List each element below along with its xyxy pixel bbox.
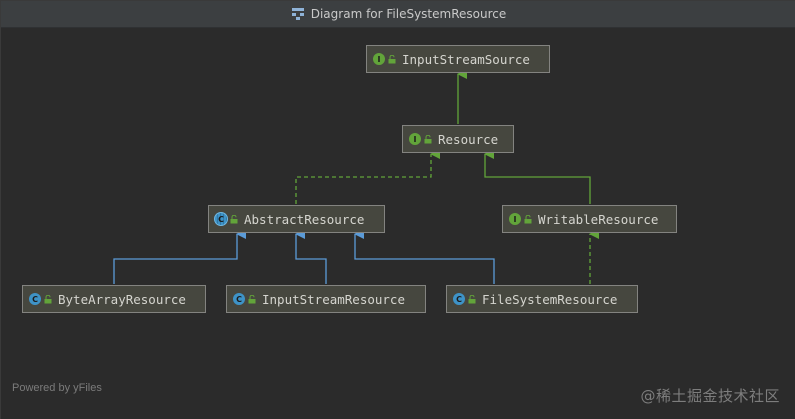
node-label: WritableResource: [538, 211, 659, 227]
node-label: FileSystemResource: [482, 291, 618, 307]
lock-icon: [44, 294, 52, 303]
lock-icon: [524, 214, 532, 223]
lock-icon: [468, 294, 476, 303]
node-label: InputStreamSource: [402, 51, 530, 67]
lock-icon: [230, 214, 238, 223]
lock-icon: [424, 134, 432, 143]
node-label: InputStreamResource: [262, 291, 405, 307]
node-input-stream-source[interactable]: I InputStreamSource: [366, 45, 550, 73]
lock-icon: [388, 54, 396, 63]
node-file-system-resource[interactable]: C FileSystemResource: [446, 285, 638, 313]
title-bar: Diagram for FileSystemResource: [1, 1, 795, 28]
edge-byte-array-resource-to-abstract-resource: [113, 229, 246, 284]
edge-writable-resource-to-resource: [484, 149, 591, 204]
diagram-icon: [291, 8, 304, 20]
diagram-edges: [113, 69, 599, 284]
node-writable-resource[interactable]: I WritableResource: [502, 205, 677, 233]
node-label: AbstractResource: [244, 211, 365, 227]
window-title: Diagram for FileSystemResource: [310, 7, 507, 21]
powered-by-label: Powered by yFiles: [12, 382, 102, 394]
node-label: Resource: [438, 131, 499, 147]
edge-file-system-resource-to-abstract-resource: [354, 229, 495, 284]
watermark-text: @稀土掘金技术社区: [640, 387, 780, 405]
edge-input-stream-resource-to-abstract-resource: [295, 229, 327, 284]
abstract-class-icon: C: [215, 213, 227, 225]
diagram-canvas[interactable]: I InputStreamSource I Resource C Abstrac…: [1, 28, 795, 419]
node-byte-array-resource[interactable]: C ByteArrayResource: [22, 285, 206, 313]
node-resource[interactable]: I Resource: [402, 125, 514, 153]
class-icon: C: [233, 293, 245, 305]
interface-icon: I: [373, 53, 385, 65]
lock-icon: [248, 294, 256, 303]
class-icon: C: [29, 293, 41, 305]
interface-icon: I: [409, 133, 421, 145]
interface-icon: I: [509, 213, 521, 225]
node-input-stream-resource[interactable]: C InputStreamResource: [226, 285, 426, 313]
class-icon: C: [453, 293, 465, 305]
edge-abstract-resource-to-resource: [295, 149, 440, 204]
node-abstract-resource[interactable]: C AbstractResource: [208, 205, 385, 233]
node-label: ByteArrayResource: [58, 291, 186, 307]
